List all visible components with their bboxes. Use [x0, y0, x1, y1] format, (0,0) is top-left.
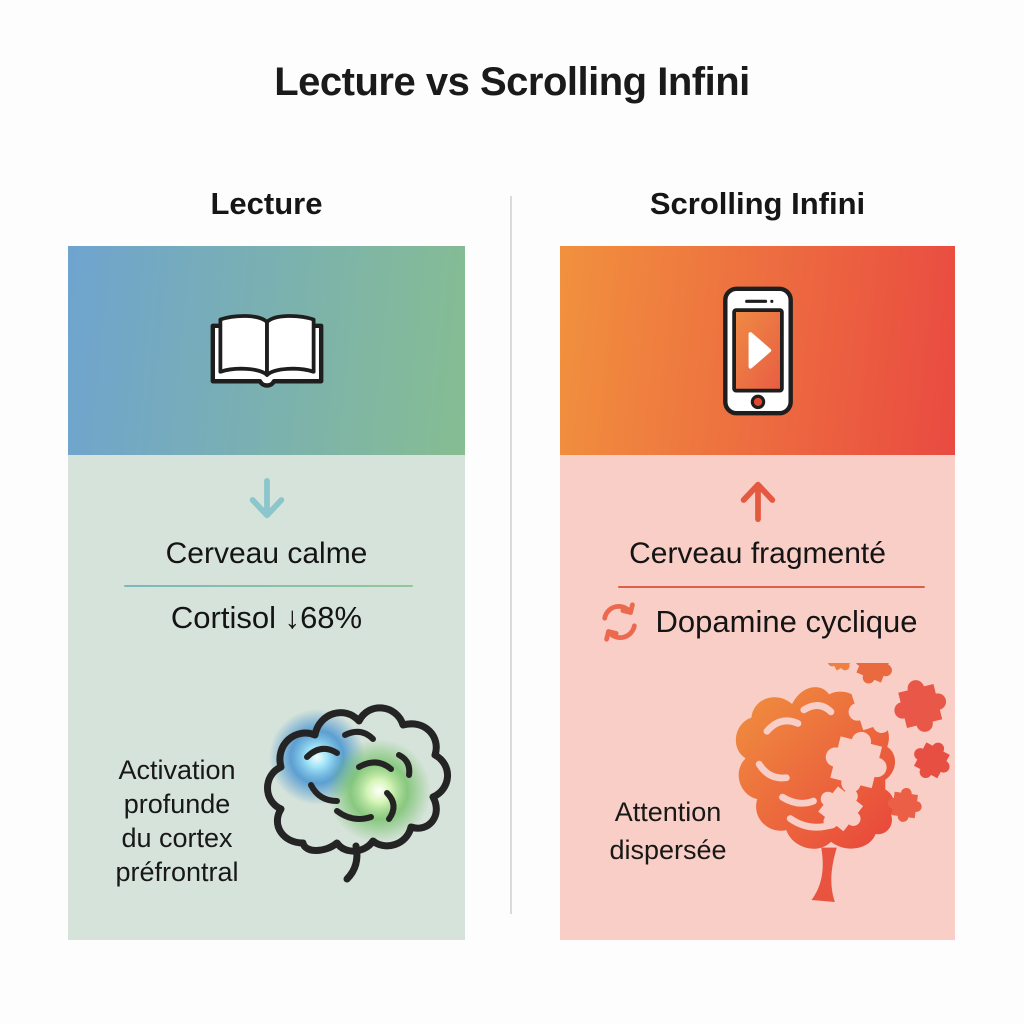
lecture-card-header: [68, 246, 465, 455]
fragmented-brain-label: Cerveau fragmenté: [629, 537, 886, 570]
text-line: Activation: [118, 755, 236, 785]
left-separator-line: [124, 585, 413, 587]
open-book-icon: [210, 313, 323, 388]
right-separator-line: [618, 586, 925, 588]
text-line: dispersée: [609, 835, 727, 865]
smartphone-play-icon: [722, 286, 793, 415]
calm-glowing-brain-icon: [253, 693, 463, 898]
text-line: Attention: [614, 797, 722, 827]
scrolling-card-body: Cerveau fragmenté Dopamine cyclique Atte…: [560, 455, 958, 940]
scrolling-card: Cerveau fragmenté Dopamine cyclique Atte…: [560, 246, 958, 940]
prefrontal-activation-text: Activation profunde du cortex préfrontra…: [96, 753, 258, 889]
cortisol-metric: Cortisol ↓68%: [170, 600, 363, 635]
dopamine-metric: Dopamine cyclique: [560, 600, 955, 644]
fragmented-puzzle-brain-icon: [732, 663, 960, 911]
calm-brain-label: Cerveau calme: [165, 537, 368, 570]
text-line: préfrontral: [115, 857, 239, 887]
dispersed-attention-text: Attention dispersée: [582, 793, 754, 869]
dopamine-metric-text: Dopamine cyclique: [655, 604, 918, 639]
lecture-card: Cerveau calme Cortisol ↓68% Activation p…: [68, 246, 465, 940]
scrolling-card-header: [560, 246, 955, 455]
text-line: du cortex: [121, 823, 233, 853]
down-arrow-icon: [249, 477, 284, 519]
vertical-divider: [510, 196, 512, 914]
page-title: Lecture vs Scrolling Infini: [274, 60, 750, 104]
text-line: profunde: [123, 789, 231, 819]
right-column-heading: Scrolling Infini: [649, 186, 866, 221]
cycle-icon: [601, 602, 637, 642]
left-column-heading: Lecture: [210, 186, 323, 221]
lecture-card-body: Cerveau calme Cortisol ↓68% Activation p…: [68, 455, 465, 940]
up-arrow-icon: [740, 481, 775, 523]
